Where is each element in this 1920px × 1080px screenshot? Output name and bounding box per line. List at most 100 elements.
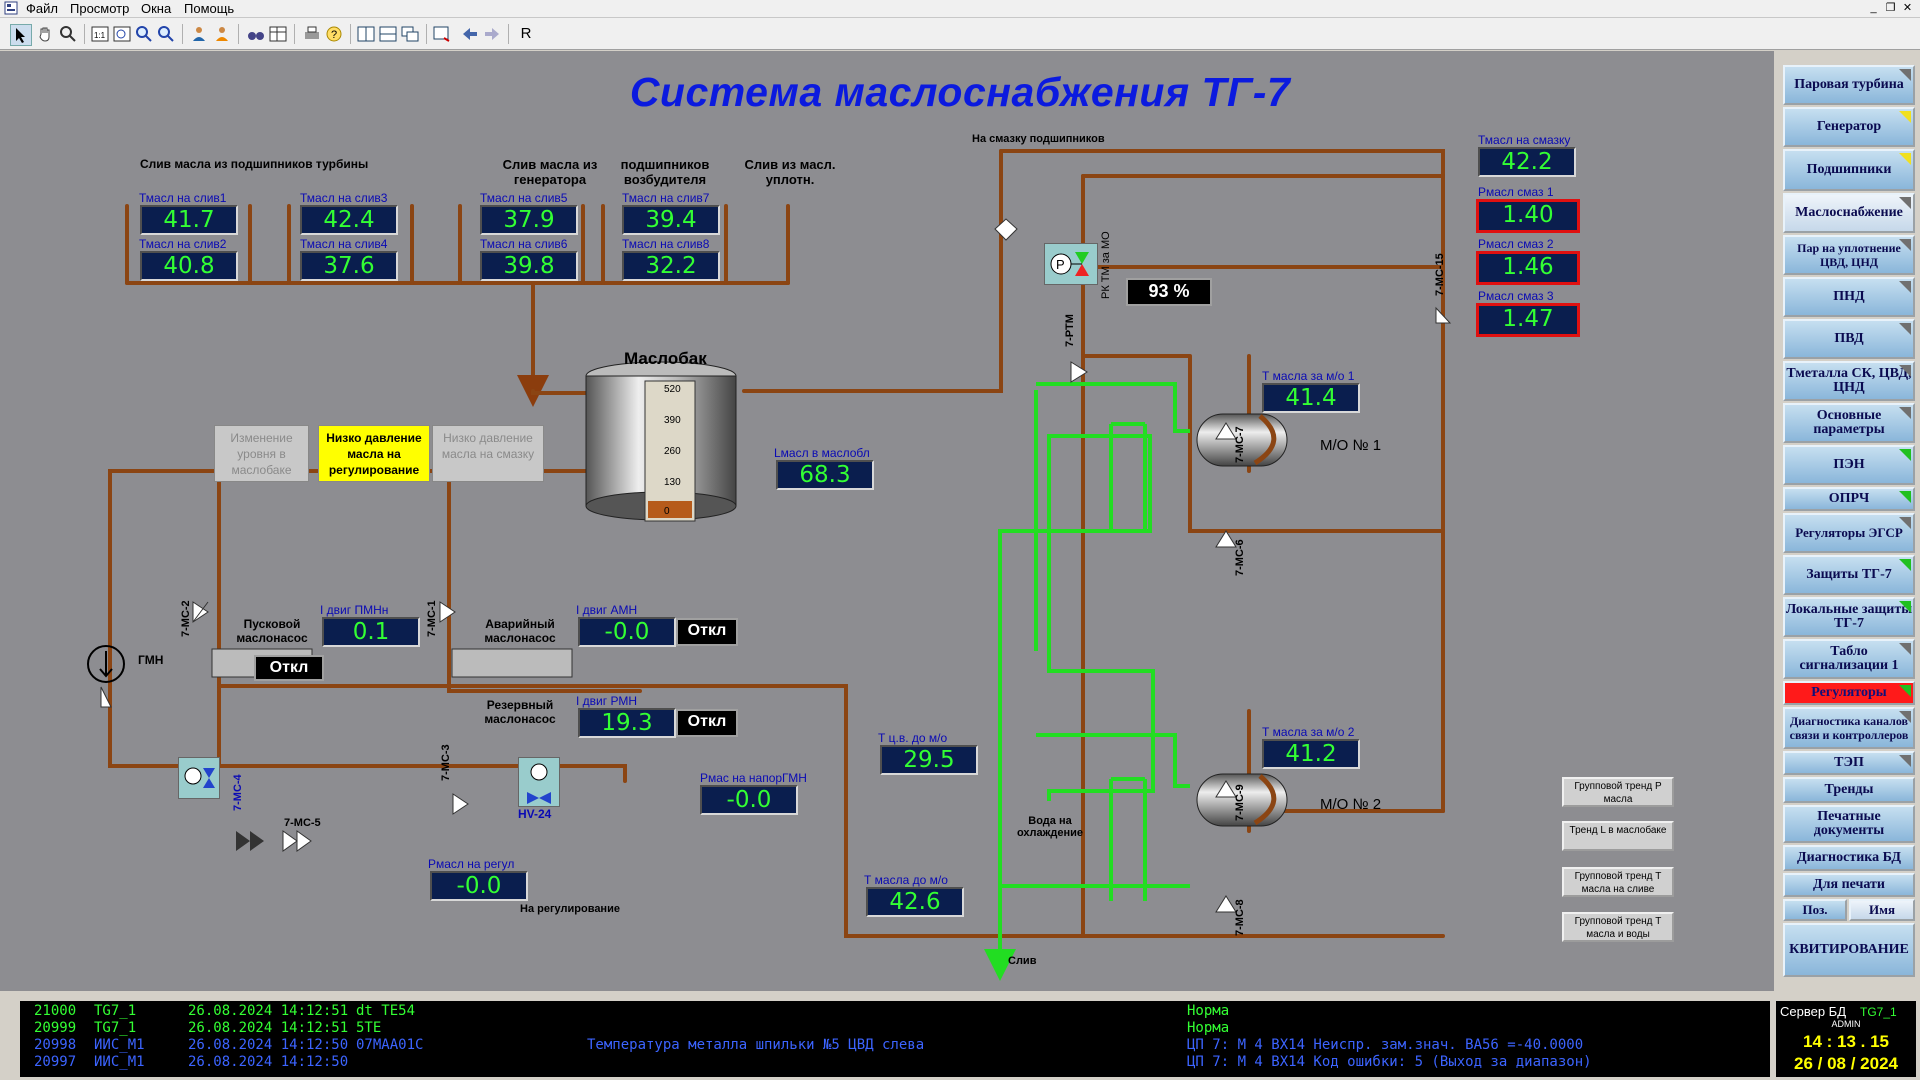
cooler1-temp-value[interactable]: 41.4 — [1262, 383, 1360, 413]
nav-name-toggle[interactable]: Имя — [1849, 899, 1915, 921]
trend-button-pressure[interactable]: Групповой тренд Р масла — [1562, 777, 1674, 807]
cooling-water-temp-value[interactable]: 29.5 — [880, 745, 978, 775]
alarm-low-pressure-reg[interactable]: Низко давление масла на регулирование — [318, 425, 430, 482]
pointer-tool-icon[interactable] — [10, 24, 32, 46]
drain3-value[interactable]: 42.4 — [300, 205, 398, 235]
nav-diagnostics-channels[interactable]: Диагностика каналов связи и контроллеров — [1783, 707, 1915, 749]
emerg-pump-state[interactable]: Откл — [676, 618, 738, 646]
nav-generator[interactable]: Генератор — [1783, 107, 1915, 147]
nav-position-toggle[interactable]: Поз. — [1783, 899, 1847, 921]
users-icon[interactable] — [212, 24, 232, 44]
tank-level-value[interactable]: 68.3 — [776, 460, 874, 490]
toolbar-separator — [294, 24, 295, 44]
zoom-in-icon[interactable] — [134, 24, 154, 44]
table-icon[interactable] — [268, 24, 288, 44]
menu-help[interactable]: Помощь — [184, 1, 235, 16]
lube-p2-value[interactable]: 1.46 — [1476, 251, 1580, 285]
nav-label: ОПРЧ — [1828, 491, 1870, 506]
nav-lpd[interactable]: ПНД — [1783, 277, 1915, 317]
log-row[interactable]: 20999 TG7_1 26.08.2024 14:12:51 5TE Норм… — [20, 1020, 1770, 1037]
layout-columns-icon[interactable] — [356, 24, 376, 44]
log-row[interactable]: 20997 ИИС_М1 26.08.2024 14:12:50 ЦП 7: М… — [20, 1054, 1770, 1071]
r-button[interactable]: R — [520, 25, 532, 42]
drain5-value[interactable]: 37.9 — [480, 205, 578, 235]
lube-p1-value[interactable]: 1.40 — [1476, 199, 1580, 233]
log-state: Норма — [1187, 1020, 1230, 1036]
reserve-pump-i-value[interactable]: 19.3 — [578, 708, 676, 738]
start-pump-state[interactable]: Откл — [254, 655, 324, 681]
reg-pressure-value[interactable]: -0.0 — [430, 871, 528, 901]
drain4-value[interactable]: 37.6 — [300, 251, 398, 281]
print-icon[interactable] — [302, 24, 322, 44]
nav-bearings[interactable]: Подшипники — [1783, 149, 1915, 191]
lube-p3-value[interactable]: 1.47 — [1476, 303, 1580, 337]
drain7-value[interactable]: 39.4 — [622, 205, 720, 235]
acknowledge-button[interactable]: КВИТИРОВАНИЕ — [1783, 923, 1915, 977]
nav-print-docs[interactable]: Печатные документы — [1783, 805, 1915, 843]
oil-inlet-temp-value[interactable]: 42.6 — [866, 887, 964, 917]
drain6-value[interactable]: 39.8 — [480, 251, 578, 281]
nav-oil-supply[interactable]: Маслоснабжение — [1783, 193, 1915, 233]
nav-for-print[interactable]: Для печати — [1783, 873, 1915, 897]
restore-button[interactable]: ❐ — [1885, 2, 1896, 14]
cascade-icon[interactable] — [400, 24, 420, 44]
gmn-pressure-value[interactable]: -0.0 — [700, 785, 798, 815]
hand-tool-icon[interactable] — [35, 24, 55, 44]
nav-steam-turbine[interactable]: Паровая турбина — [1783, 65, 1915, 105]
nav-db-diagnostics[interactable]: Диагностика БД — [1783, 845, 1915, 871]
trend-button-tank-level[interactable]: Тренд L в маслобаке — [1562, 821, 1674, 851]
layout-rows-icon[interactable] — [378, 24, 398, 44]
page-title: Система маслоснабжения ТГ-7 — [629, 69, 1291, 115]
nav-seal-steam[interactable]: Пар на уплотнение ЦВД, ЦНД — [1783, 235, 1915, 275]
nav-protections[interactable]: Защиты ТГ-7 — [1783, 555, 1915, 595]
log-row[interactable]: 20998 ИИС_М1 26.08.2024 14:12:50 07МАА01… — [20, 1037, 1770, 1054]
nav-tep[interactable]: ТЭП — [1783, 751, 1915, 775]
nav-indicator-icon — [1899, 153, 1911, 165]
close-button[interactable]: ✕ — [1902, 2, 1913, 14]
nav-local-protections[interactable]: Локальные защиты ТГ-7 — [1783, 597, 1915, 637]
menu-windows[interactable]: Окна — [141, 1, 172, 16]
help-icon[interactable]: ? — [324, 24, 344, 44]
log-row[interactable]: 21000 TG7_1 26.08.2024 14:12:51 dt TE54 … — [20, 1003, 1770, 1020]
nav-oprch[interactable]: ОПРЧ — [1783, 487, 1915, 511]
zoom-fit-icon[interactable] — [112, 24, 132, 44]
zoom-100-icon[interactable]: 1:1 — [90, 24, 110, 44]
alarm-low-pressure-lube[interactable]: Низко давление масла на смазку — [432, 425, 544, 482]
nav-regulators[interactable]: Регуляторы — [1783, 681, 1915, 705]
minimize-button[interactable]: _ — [1870, 2, 1877, 14]
drain8-value[interactable]: 32.2 — [622, 251, 720, 281]
nav-main-params[interactable]: Основные параметры — [1783, 403, 1915, 443]
back-arrow-icon[interactable] — [460, 24, 480, 44]
nav-pen[interactable]: ПЭН — [1783, 445, 1915, 485]
menu-file[interactable]: Файл — [26, 1, 58, 16]
nav-egsr-regulators[interactable]: Регуляторы ЭГСР — [1783, 513, 1915, 553]
zoom-tool-icon[interactable] — [58, 24, 78, 44]
drain2-value[interactable]: 40.8 — [140, 251, 238, 281]
trend-button-oil-water-temp[interactable]: Групповой тренд Т масла и воды — [1562, 912, 1674, 942]
user-icon[interactable] — [190, 24, 210, 44]
app-icon[interactable] — [4, 1, 18, 18]
refresh-icon[interactable] — [432, 24, 452, 44]
nav-metal-temp[interactable]: Тметалла СК, ЦВД, ЦНД — [1783, 361, 1915, 401]
trend-button-drain-temp[interactable]: Групповой тренд Т масла на сливе — [1562, 867, 1674, 897]
start-pump-i-value[interactable]: 0.1 — [322, 617, 420, 647]
log-time: 26.08.2024 14:12:50 — [188, 1054, 349, 1070]
nav-signal-board[interactable]: Табло сигнализации 1 — [1783, 639, 1915, 679]
hv24-valve-actuator[interactable] — [518, 757, 560, 807]
lube-temp-value[interactable]: 42.2 — [1478, 147, 1576, 177]
menu-view[interactable]: Просмотр — [70, 1, 130, 16]
cooler2-temp-value[interactable]: 41.2 — [1262, 739, 1360, 769]
emerg-pump-i-value[interactable]: -0.0 — [578, 617, 676, 647]
drain7-label: Тмасл на слив7 — [622, 191, 710, 205]
nav-hpd[interactable]: ПВД — [1783, 319, 1915, 359]
regulator-valve[interactable]: P — [1044, 243, 1098, 285]
drain1-value[interactable]: 41.7 — [140, 205, 238, 235]
forward-arrow-icon[interactable] — [482, 24, 502, 44]
regulator-percent[interactable]: 93 % — [1126, 278, 1212, 306]
binoculars-icon[interactable] — [246, 24, 266, 44]
ms4-valve-actuator[interactable] — [178, 757, 220, 799]
alarm-tank-level[interactable]: Изменение уровня в маслобаке — [214, 425, 309, 482]
reserve-pump-state[interactable]: Откл — [676, 709, 738, 737]
zoom-out-icon[interactable] — [156, 24, 176, 44]
nav-trends[interactable]: Тренды — [1783, 777, 1915, 803]
